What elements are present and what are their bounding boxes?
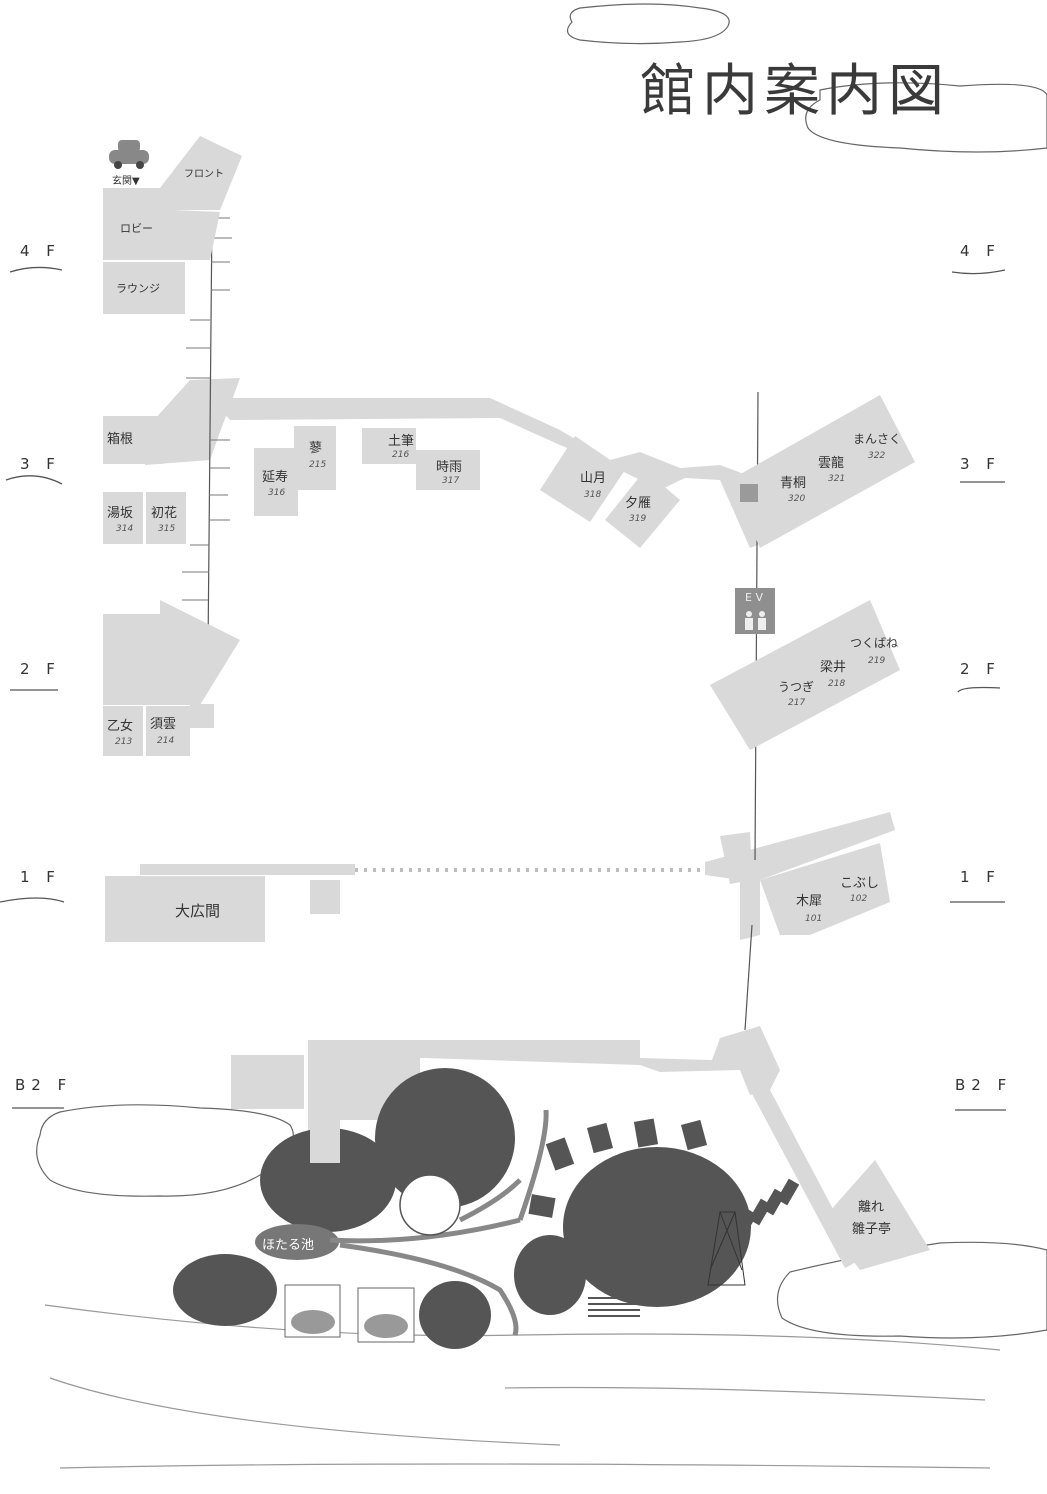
floor-label-right-1f: 1 F	[960, 868, 1001, 886]
room-hatsuhana: 初花	[151, 506, 178, 521]
room-yanai: 梁井	[820, 660, 847, 675]
floor-label-right-b2f: B2 F	[955, 1076, 1013, 1094]
room-mokusei-no: 101	[805, 914, 823, 924]
cloud-left	[36, 1104, 294, 1197]
room-yugan-no: 319	[629, 514, 647, 524]
room-mokusei: 木犀	[796, 894, 823, 909]
room-utsugi: うつぎ	[778, 680, 815, 694]
room-suun-no: 214	[157, 736, 175, 746]
room-enju-no: 316	[268, 488, 286, 498]
room-yusaka: 湯坂	[107, 506, 134, 521]
room-suun: 須雲	[150, 717, 177, 732]
room-tade: 蓼	[309, 441, 323, 456]
room-tsukushi-no: 216	[392, 450, 410, 460]
room-hatsuhana-no: 315	[158, 524, 176, 534]
room-tsukubane-no: 219	[868, 656, 886, 666]
room-hakone: 箱根	[107, 432, 134, 447]
page-title: 館内案内図	[640, 59, 950, 124]
room-enju: 延寿	[262, 470, 289, 485]
room-sangetsu: 山月	[580, 471, 607, 486]
annex-label-1: 離れ	[858, 1200, 885, 1215]
pond-label: ほたる池	[262, 1238, 315, 1253]
room-aogiri: 青桐	[780, 476, 807, 491]
room-shigure: 時雨	[436, 460, 463, 475]
room-yusaka-no: 314	[116, 524, 134, 534]
room-mansaku: まんさく	[853, 432, 902, 446]
room-shigure-no: 317	[442, 476, 460, 486]
room-mansaku-no: 322	[868, 451, 886, 461]
room-otome-no: 213	[115, 737, 133, 747]
room-tade-no: 215	[309, 460, 327, 470]
annex-label-2: 雛子亭	[852, 1222, 892, 1237]
floor-label-left-1f: 1 F	[20, 868, 61, 886]
cloud-top	[566, 3, 730, 45]
room-kobushi-no: 102	[850, 894, 868, 904]
room-yanai-no: 218	[828, 679, 846, 689]
cloud-right	[776, 1241, 1047, 1339]
room-unryu-no: 321	[828, 474, 846, 484]
entrance-label: 玄関▼	[112, 176, 140, 187]
room-otome: 乙女	[107, 719, 134, 734]
ev-label: E V	[745, 591, 763, 604]
room-tsukushi: 土筆	[388, 434, 415, 449]
hall-label: 大広間	[175, 902, 221, 920]
lobby-label: ロビー	[120, 222, 153, 235]
room-yugan: 夕雁	[625, 496, 652, 511]
room-sangetsu-no: 318	[584, 490, 602, 500]
room-aogiri-no: 320	[788, 494, 806, 504]
floor-label-right-3f: 3 F	[960, 455, 1001, 473]
floor-label-right-2f: 2 F	[960, 660, 1001, 678]
floor-label-left-3f: 3 F	[20, 455, 61, 473]
front-label: フロント	[184, 169, 224, 180]
car-icon	[109, 140, 149, 169]
room-utsugi-no: 217	[788, 698, 806, 708]
room-kobushi: こぶし	[840, 876, 880, 891]
room-unryu: 雲龍	[818, 456, 845, 471]
lounge-label: ラウンジ	[116, 282, 160, 295]
floor-label-right-4f: 4 F	[960, 242, 1001, 260]
room-tsukubane: つくばね	[850, 636, 899, 650]
floor-label-left-b2f: B2 F	[15, 1076, 73, 1094]
cloud-top-right	[805, 82, 1047, 153]
floor-label-left-2f: 2 F	[20, 660, 61, 678]
floor-label-left-4f: 4 F	[20, 242, 61, 260]
